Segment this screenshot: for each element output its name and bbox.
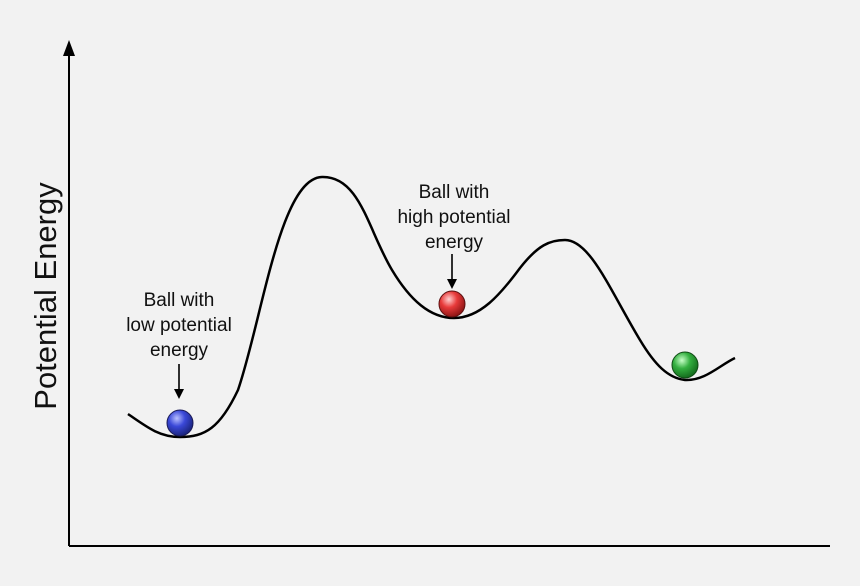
energy-curve bbox=[127, 175, 736, 439]
y-axis-label: Potential Energy bbox=[28, 182, 63, 410]
red-ball bbox=[438, 290, 466, 318]
blue-ball bbox=[166, 409, 194, 437]
low-label-line-3: energy bbox=[150, 340, 209, 361]
low-energy-annotation: Ball with low potential energy bbox=[126, 290, 232, 399]
high-energy-annotation: Ball with high potential energy bbox=[397, 182, 511, 289]
low-label-line-2: low potential bbox=[126, 315, 232, 336]
y-axis-arrowhead bbox=[63, 40, 75, 56]
green-ball bbox=[671, 351, 699, 379]
high-label-line-2: high potential bbox=[397, 207, 510, 228]
low-label-line-1: Ball with bbox=[144, 290, 215, 311]
high-label-line-3: energy bbox=[425, 232, 484, 253]
high-label-line-1: Ball with bbox=[419, 182, 490, 203]
